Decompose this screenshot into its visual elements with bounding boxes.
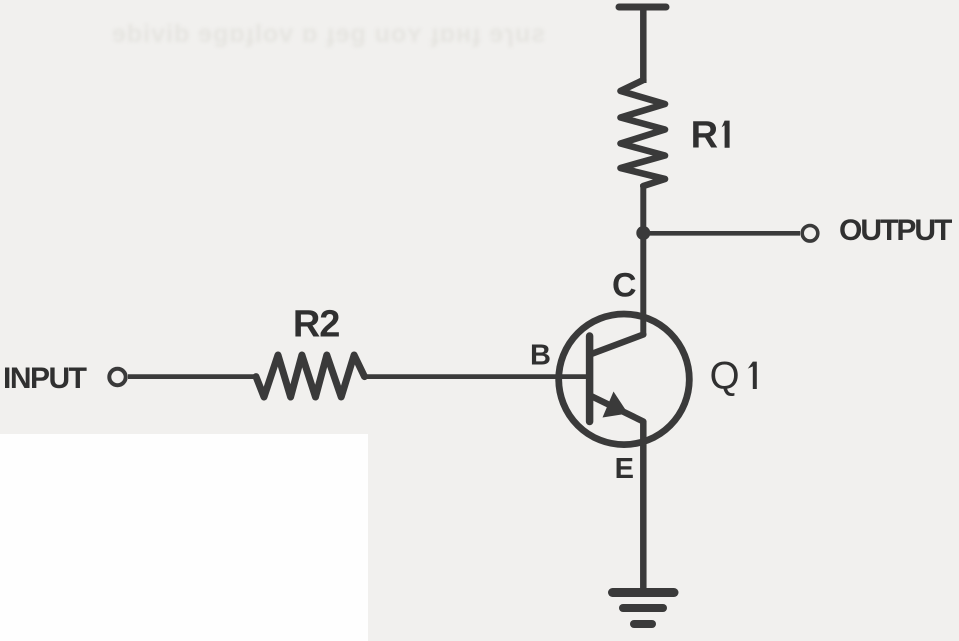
svg-text:Q: Q (710, 355, 740, 398)
svg-text:B: B (530, 339, 551, 371)
svg-text:2: 2 (319, 304, 340, 346)
svg-text:R: R (293, 304, 320, 346)
svg-text:E: E (615, 453, 634, 485)
svg-text:OUTPUT: OUTPUT (839, 214, 952, 247)
svg-text:INPUT: INPUT (3, 362, 87, 395)
svg-text:R: R (691, 115, 718, 157)
svg-text:C: C (612, 267, 637, 305)
